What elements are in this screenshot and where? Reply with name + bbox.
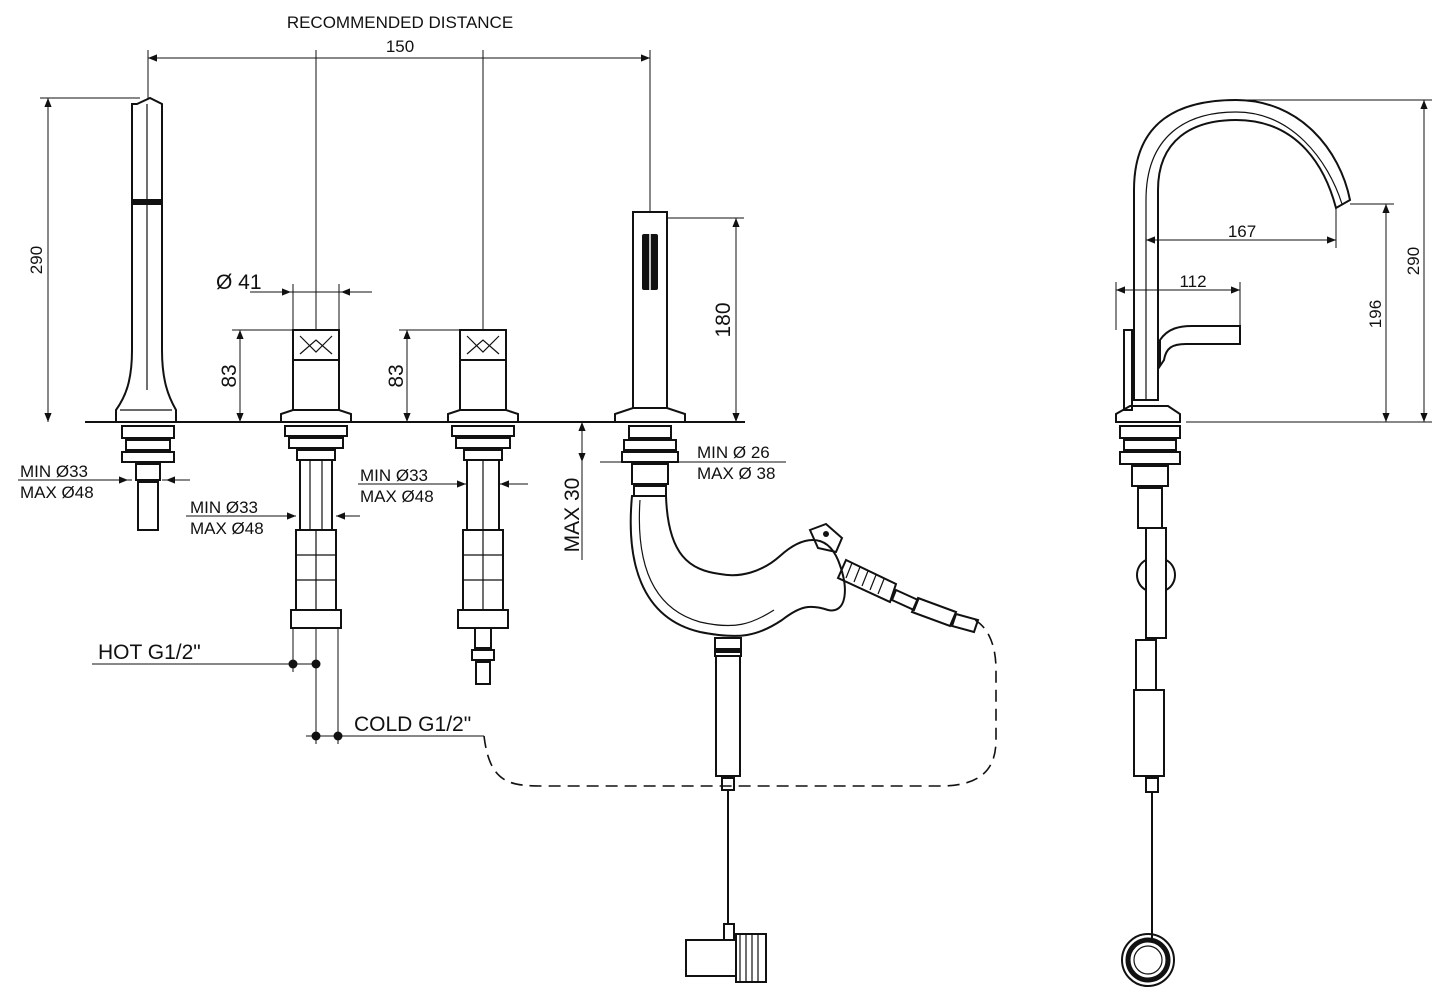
shower-height-dimension: 180 xyxy=(667,217,744,422)
shower-hose-diverter xyxy=(629,495,980,983)
hot-connection: HOT G1/2" xyxy=(92,628,321,744)
left-handle-height-value: 83 xyxy=(218,364,241,387)
cold-min-label: MIN Ø33 xyxy=(360,466,428,485)
shower-min-label: MIN Ø 26 xyxy=(697,443,770,462)
side-total-height-value: 290 xyxy=(1404,247,1423,275)
shower-max-label: MAX Ø 38 xyxy=(697,464,775,483)
side-reach-value: 167 xyxy=(1228,222,1256,241)
hot-handle-height-dimension: 83 xyxy=(218,329,293,422)
side-view-spout xyxy=(1115,98,1352,987)
spout-hole-spec: MIN Ø33 MAX Ø48 xyxy=(18,462,190,502)
shower-hole-spec: MIN Ø 26 MAX Ø 38 xyxy=(600,443,786,483)
deck-thickness-value: MAX 30 xyxy=(561,478,584,553)
spout-max-label: MAX Ø48 xyxy=(20,483,94,502)
hose-route xyxy=(483,619,997,787)
deck-thickness-dimension: MAX 30 xyxy=(561,422,586,560)
hot-connection-label: HOT G1/2" xyxy=(98,641,201,664)
hot-valve xyxy=(280,329,352,629)
right-handle-height-value: 83 xyxy=(385,364,408,387)
spout-height-dimension: 290 xyxy=(27,97,140,422)
hot-max-label: MAX Ø48 xyxy=(190,519,264,538)
hot-hole-spec: MIN Ø33 MAX Ø48 xyxy=(186,498,360,538)
spout-fixing xyxy=(121,425,175,531)
spacing-value: 150 xyxy=(386,37,414,56)
side-lever-value: 112 xyxy=(1179,272,1206,291)
cold-hole-spec: MIN Ø33 MAX Ø48 xyxy=(358,466,528,506)
shower-nozzles xyxy=(642,234,658,290)
spacing-dimension: 150 xyxy=(147,37,651,330)
handle-diameter-dimension: Ø 41 xyxy=(216,271,372,330)
side-lever-dimension: 112 xyxy=(1115,272,1241,330)
shower-height-value: 180 xyxy=(712,302,735,337)
hand-shower xyxy=(614,211,686,497)
spout-front-view xyxy=(115,96,177,531)
recommended-distance-label: RECOMMENDED DISTANCE xyxy=(287,13,513,32)
hot-min-label: MIN Ø33 xyxy=(190,498,258,517)
side-total-height-dimension: 290 xyxy=(1236,99,1432,422)
cold-max-label: MAX Ø48 xyxy=(360,487,434,506)
cold-connection-label: COLD G1/2" xyxy=(354,713,471,736)
cold-valve xyxy=(447,329,519,685)
spout-min-label: MIN Ø33 xyxy=(20,462,88,481)
side-reach-dimension: 167 xyxy=(1146,208,1337,248)
side-outlet-height-dimension: 196 xyxy=(1186,203,1432,423)
cold-handle-height-dimension: 83 xyxy=(385,329,460,422)
handle-diameter-value: Ø 41 xyxy=(216,271,262,294)
cold-connection: COLD G1/2" xyxy=(306,628,484,744)
spout-height-value: 290 xyxy=(27,246,46,274)
side-outlet-height-value: 196 xyxy=(1366,300,1385,328)
